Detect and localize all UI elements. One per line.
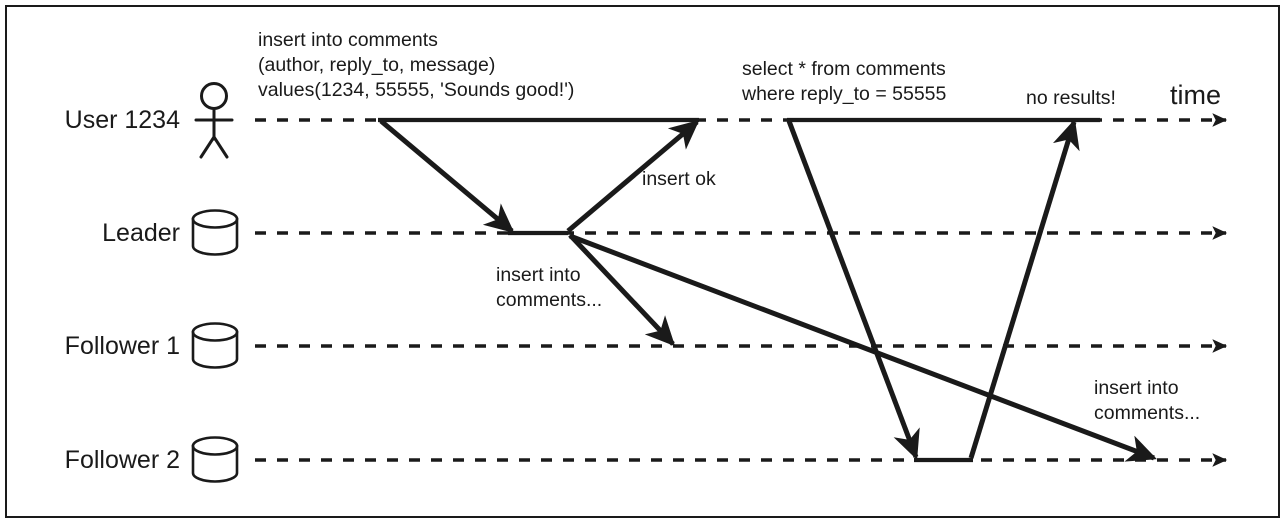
database-cylinder-icon-follower-2 xyxy=(191,436,239,483)
participant-label-follower-2: Follower 2 xyxy=(64,446,180,474)
participant-label-user-1234: User 1234 xyxy=(64,106,180,134)
arrow-user-insert-to-leader xyxy=(379,119,515,233)
arrow-follower-2-no-results-to-user xyxy=(968,119,1080,459)
arrow-leader-insert-ok-to-user xyxy=(566,119,700,233)
participant-label-follower-1: Follower 1 xyxy=(64,332,180,360)
participant-label-leader: Leader xyxy=(102,219,180,247)
arrow-user-select-to-follower-2 xyxy=(786,120,920,460)
arrow-leader-replicate-to-follower-2 xyxy=(569,233,1157,462)
actor-stick-figure-icon xyxy=(194,82,234,159)
time-axis-label: time xyxy=(1170,80,1222,110)
note-insert-statement: insert into comments(author, reply_to, m… xyxy=(258,29,575,101)
lifelines xyxy=(255,113,1228,467)
arrow-leader-replicate-to-follower-1 xyxy=(568,233,676,347)
note-no-results: no results! xyxy=(1026,87,1116,109)
database-cylinder-icon-follower-1 xyxy=(191,322,239,369)
activation-segments xyxy=(378,117,1100,463)
message-arrows xyxy=(379,119,1157,462)
diagram-frame-border xyxy=(5,5,1280,518)
note-insert-ok: insert ok xyxy=(642,168,716,190)
database-cylinder-icon-leader xyxy=(191,209,239,256)
